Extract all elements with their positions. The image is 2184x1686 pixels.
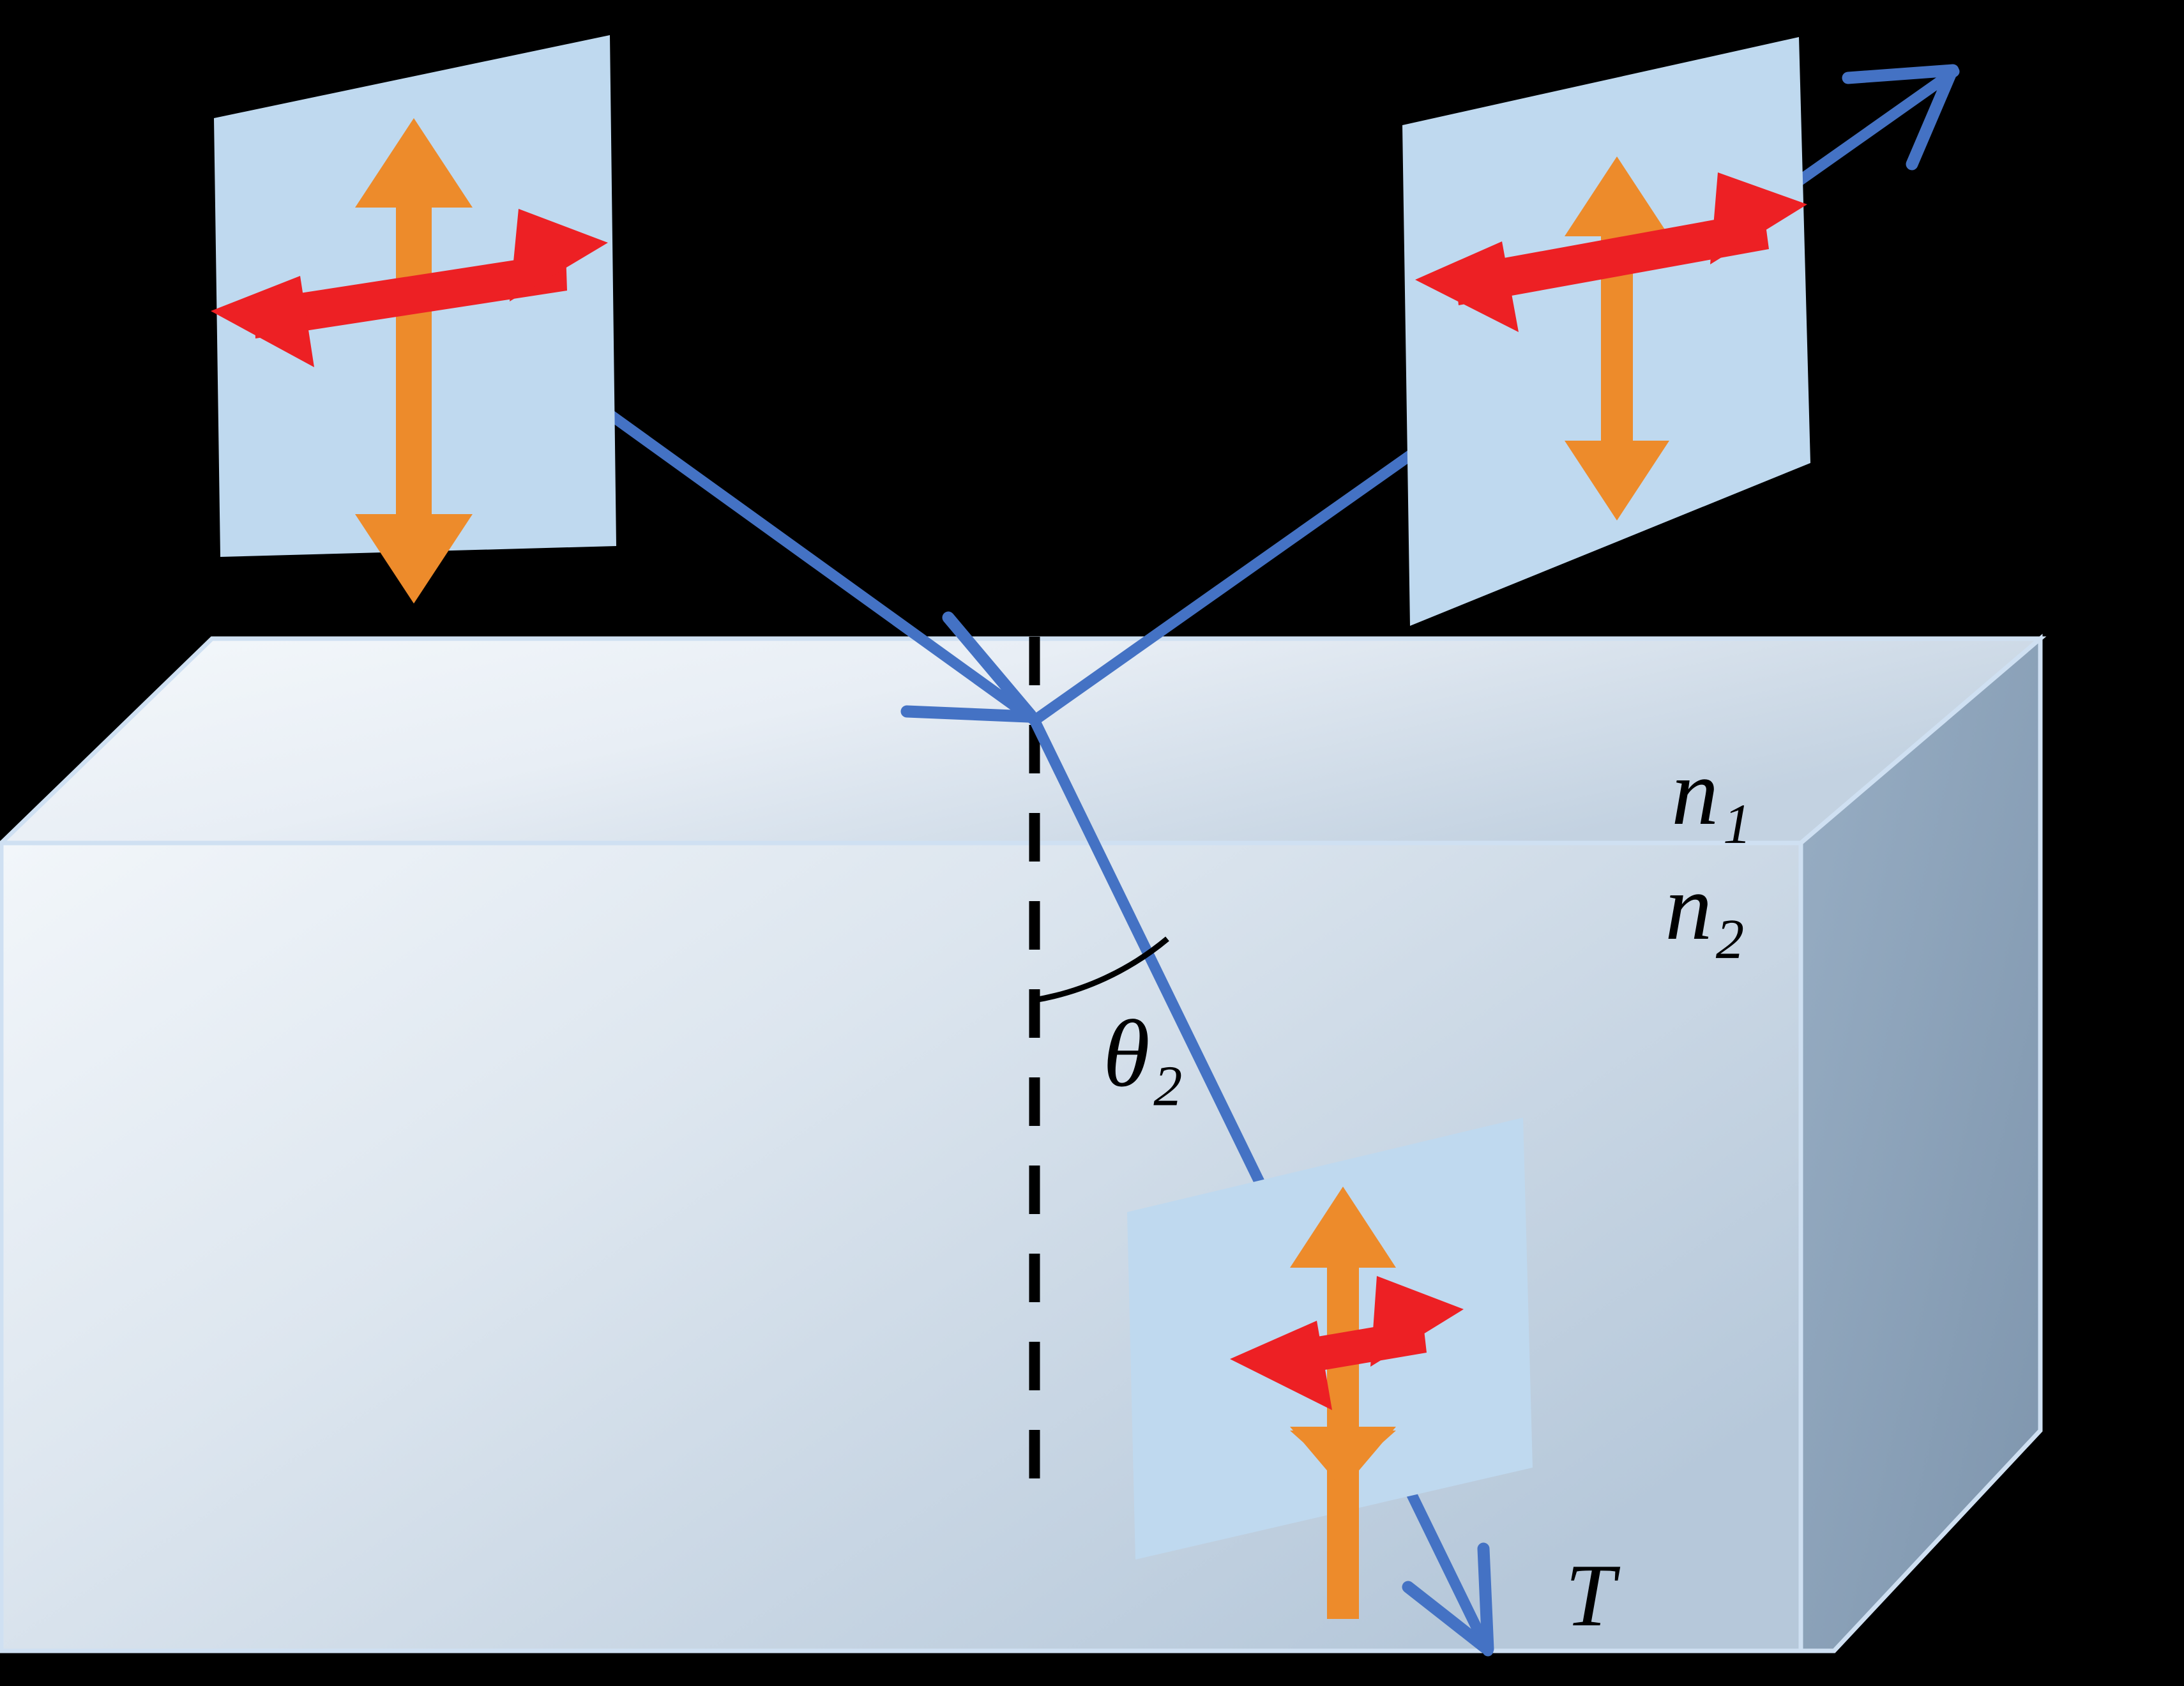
incident-parallel-polarization-arrow	[211, 209, 608, 367]
transmitted-ray-label: T	[1565, 1546, 1621, 1645]
reflected-ray-arrowhead-icon	[1842, 64, 1959, 171]
reflected-polarization-plane	[1402, 37, 1810, 626]
incident-perpendicular-polarization-arrow	[355, 118, 473, 604]
refractive-index-n2-label: n₂	[1665, 855, 1745, 960]
transmitted-polarization-plane	[1127, 1118, 1533, 1619]
theta2-angle-label: θ₂	[1103, 1001, 1183, 1107]
transmitted-parallel-polarization-arrow	[1230, 1276, 1464, 1410]
refractive-index-n1-label: n₁	[1671, 740, 1751, 845]
block-right-face	[1798, 634, 2043, 1653]
block-front-face	[0, 840, 1803, 1653]
transmitted-perpendicular-polarization-arrow	[1290, 1187, 1396, 1619]
theta2-angle-arc	[1034, 936, 1169, 1003]
incident-ray-arrowhead-icon	[900, 611, 1037, 723]
reflected-parallel-polarization-arrow	[1415, 172, 1807, 332]
incident-polarization-plane	[211, 35, 616, 604]
transmitted-ray-arrowhead-icon	[1402, 1542, 1494, 1655]
